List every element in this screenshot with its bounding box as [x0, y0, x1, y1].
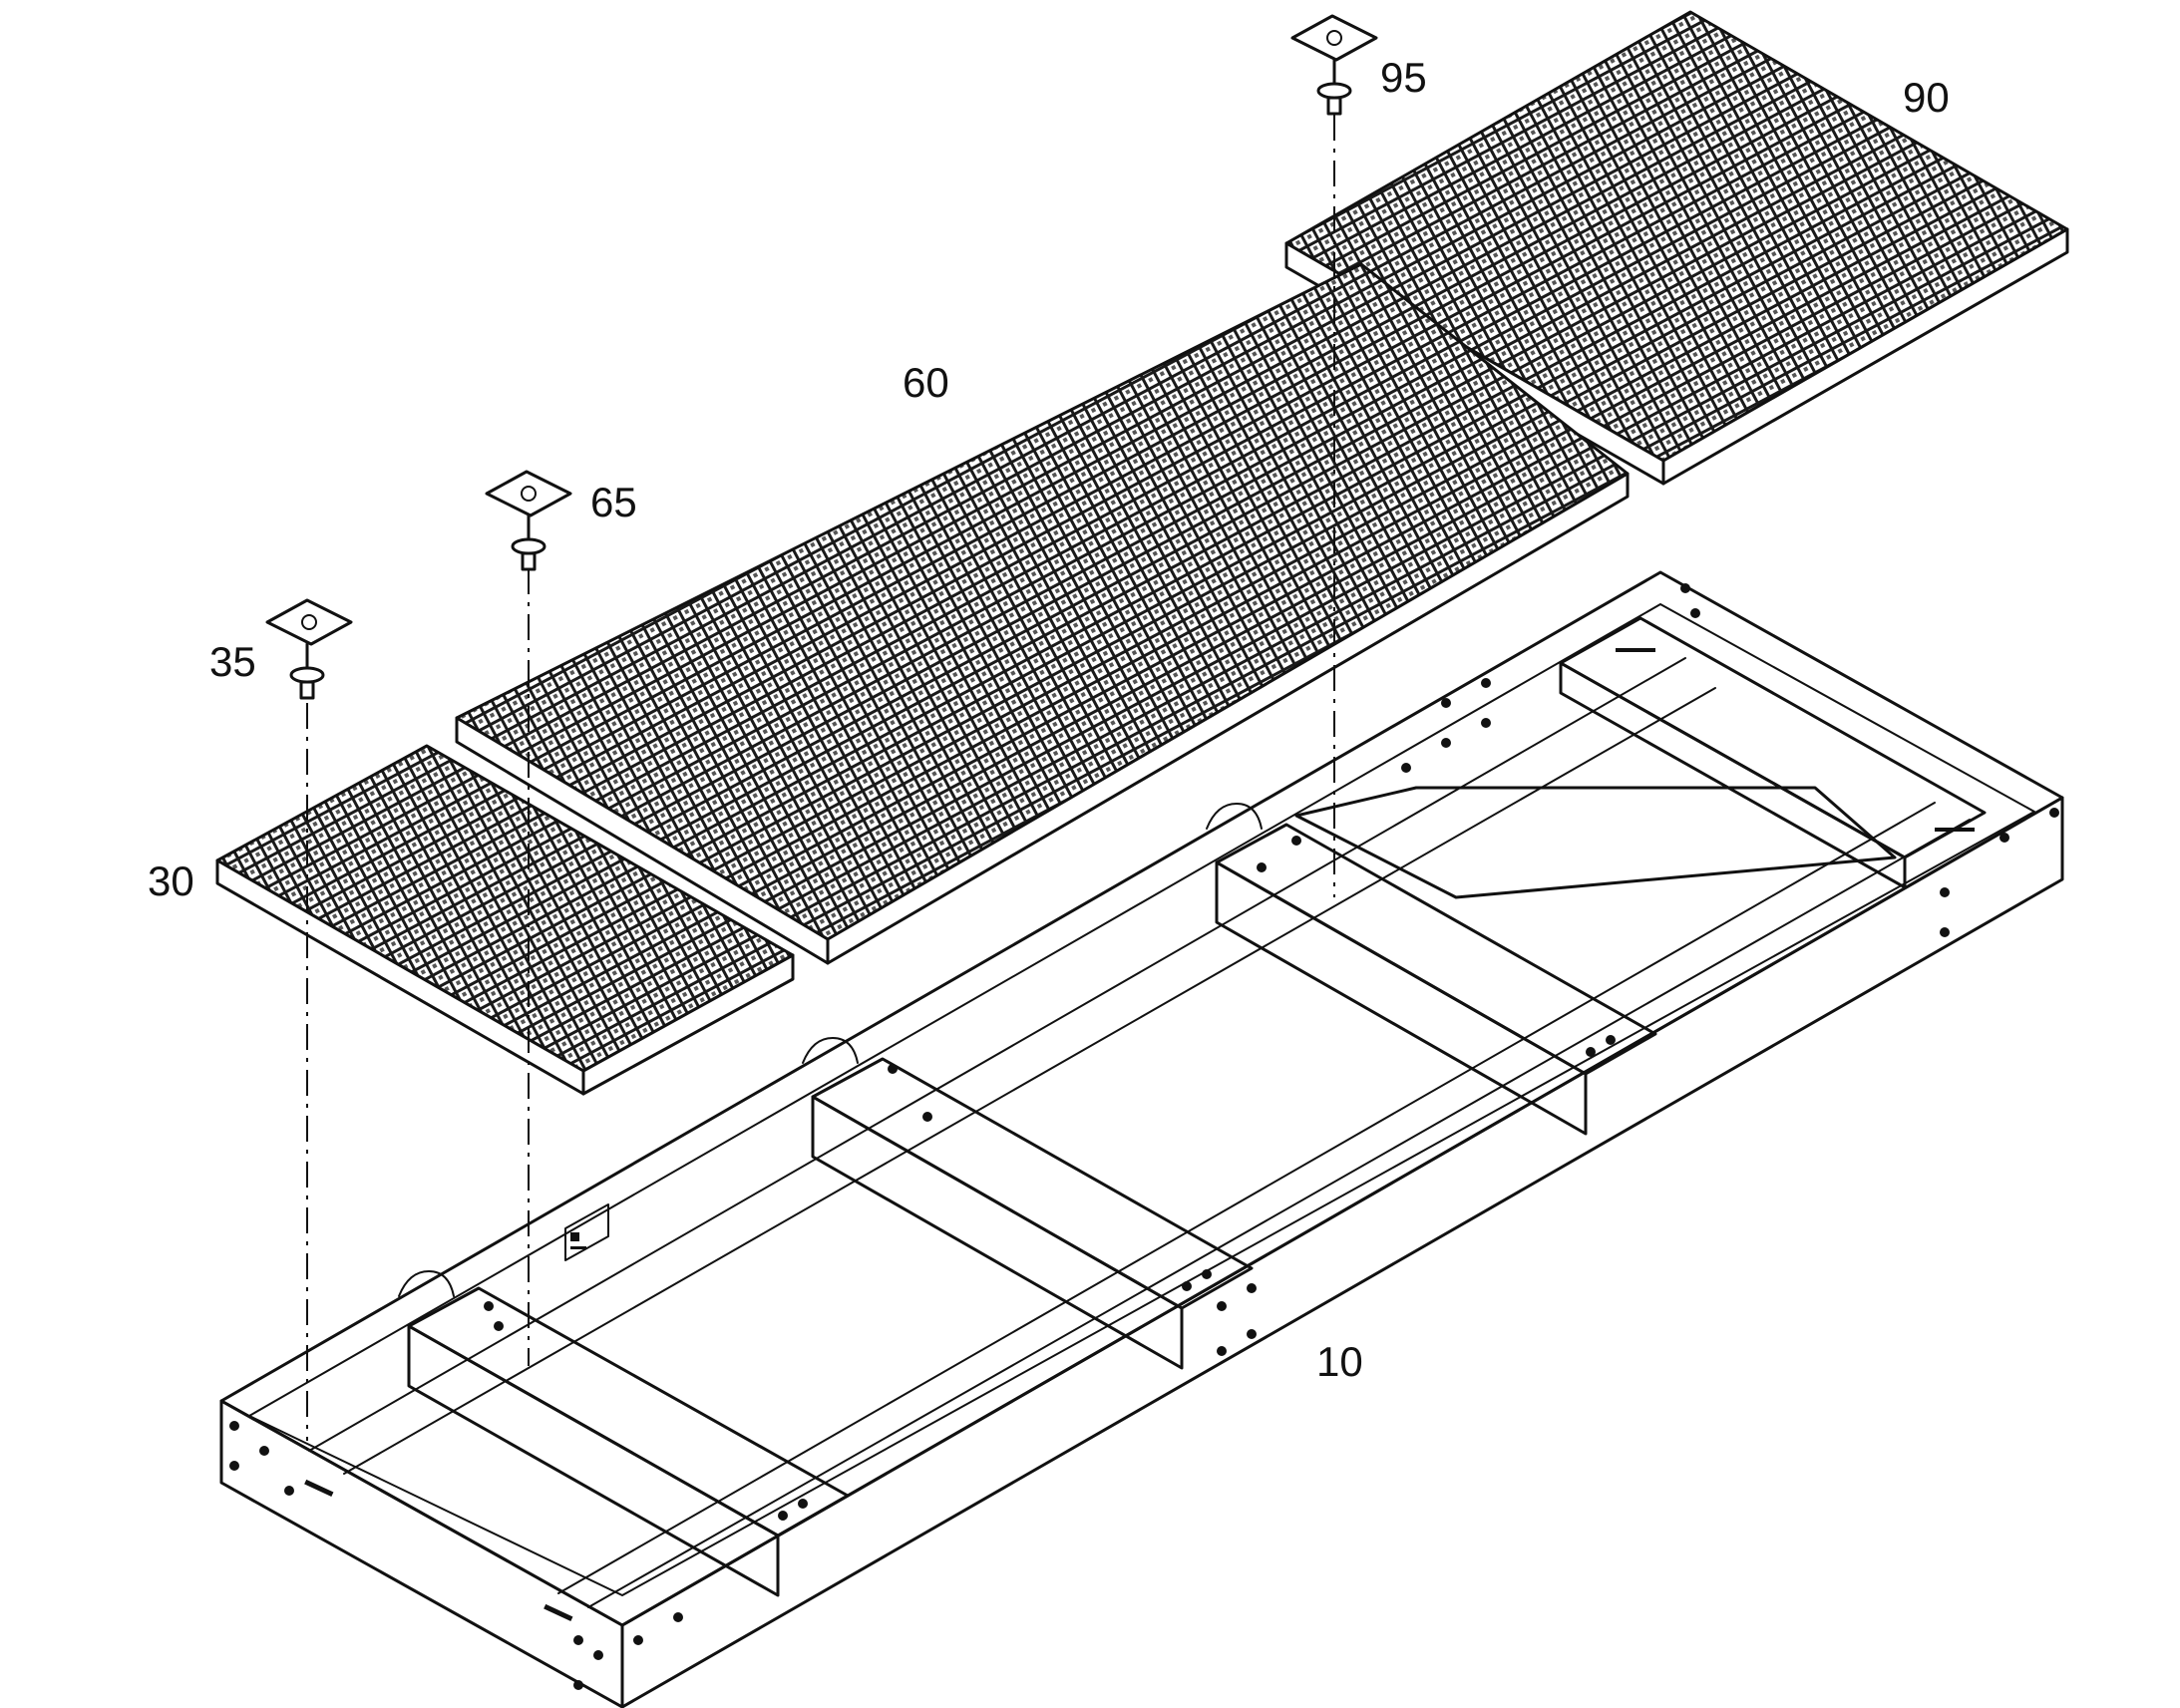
mount-tab: [1206, 803, 1263, 830]
grating-small-panel: [215, 744, 795, 1096]
mount-tab: [802, 1037, 859, 1064]
cross-beam-near: [407, 1286, 850, 1597]
mount-tab: [398, 1270, 455, 1297]
cross-beam-middle: [811, 1057, 1254, 1370]
fastener-large: [485, 470, 572, 571]
label-grating-large: 60: [903, 359, 949, 406]
cross-beam-far: [1215, 823, 1657, 1136]
frame-front-face: [219, 1399, 624, 1708]
fastener-small: [265, 598, 353, 700]
label-fastener-small: 35: [209, 638, 256, 685]
base-frame: [219, 570, 2064, 1708]
cross-beam-end: [1559, 616, 1987, 889]
nameplate: [564, 1203, 609, 1261]
mounting-holes: [229, 583, 2059, 1690]
label-fastener-end: 95: [1380, 54, 1427, 101]
frame-inner-rim: [248, 603, 2035, 1596]
label-fastener-large: 65: [590, 479, 637, 525]
diagonal-brace: [1294, 786, 1897, 899]
label-grating-end: 90: [1903, 74, 1950, 121]
label-grating-small: 30: [148, 857, 194, 904]
fastener-end: [1290, 14, 1378, 116]
assembly-axes: [306, 115, 1335, 1441]
grating-large-panel: [455, 262, 1630, 965]
label-frame: 10: [1316, 1338, 1363, 1385]
